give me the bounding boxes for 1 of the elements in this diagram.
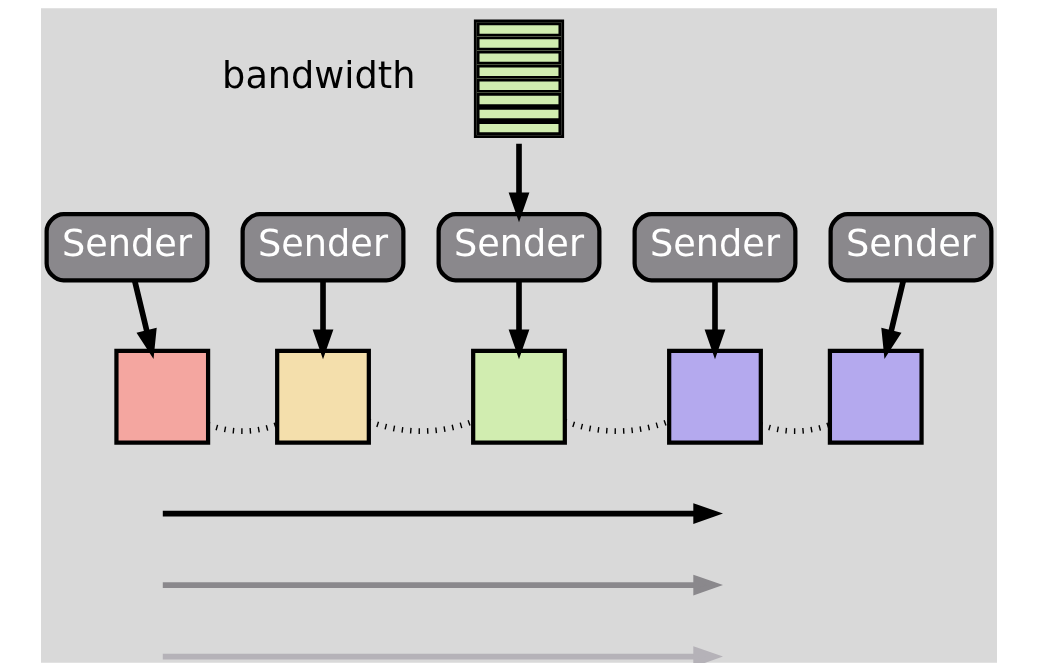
label: bandwidth: [222, 53, 416, 97]
